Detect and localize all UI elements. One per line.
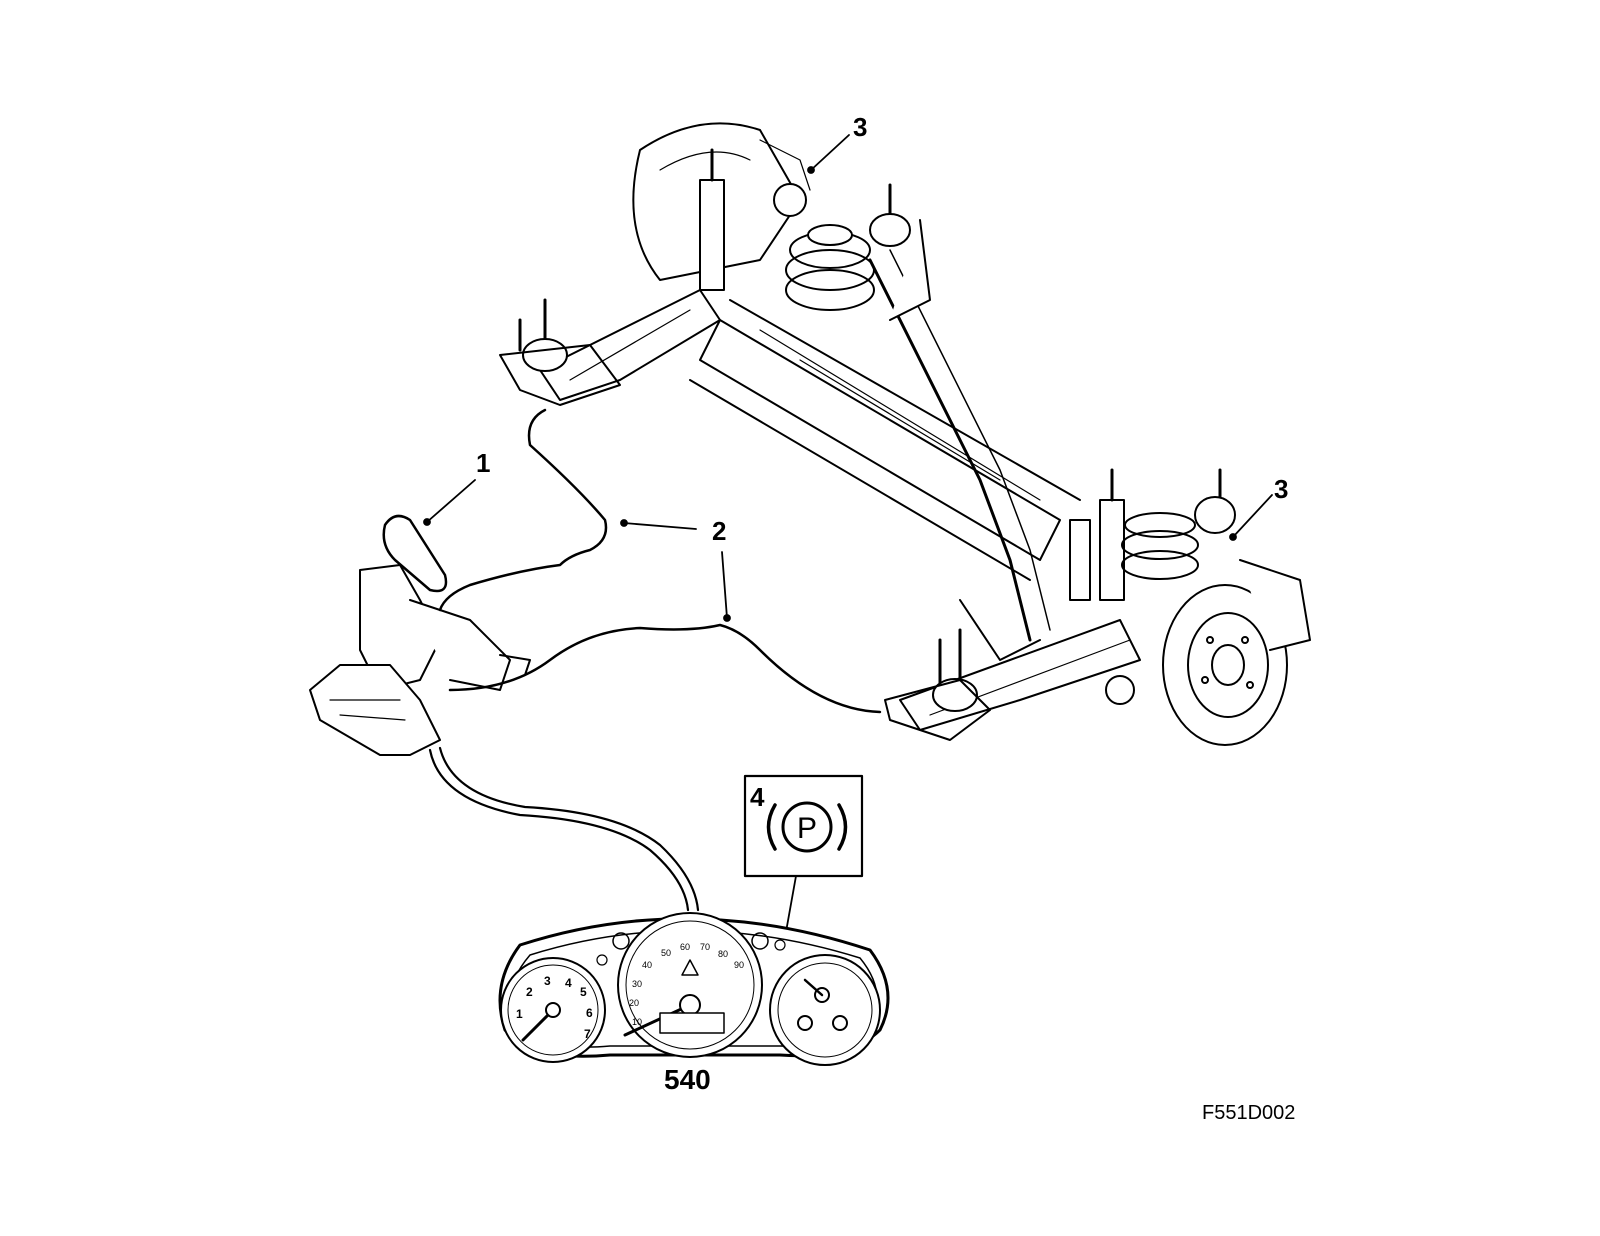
instrument-cluster [498, 912, 890, 1066]
warning-lamp-box [743, 774, 864, 878]
parking-brake-warning-icon [766, 801, 848, 853]
rear-right-wheel-assembly [1069, 468, 1311, 746]
speedo-number: 30 [632, 979, 642, 989]
rear-left-wheel-assembly [632, 122, 875, 311]
tach-number: 4 [565, 976, 572, 990]
callout-2: 2 [712, 516, 727, 546]
callout-540: 540 [664, 1064, 711, 1095]
tach-number: 7 [584, 1027, 591, 1041]
callout-3-right: 3 [1274, 474, 1289, 504]
speedo-number: 80 [718, 949, 728, 959]
callout-1: 1 [476, 448, 491, 478]
odometer-display [659, 1012, 725, 1034]
tach-number: 2 [526, 985, 533, 999]
fuel-temp-gauge [769, 954, 881, 1066]
tach-numbers: 1 2 3 4 5 6 7 [516, 974, 593, 1041]
speedo-number: 90 [734, 960, 744, 970]
speedo-number: 60 [680, 942, 690, 952]
figure-code: F551D002 [1202, 1102, 1296, 1124]
tach-number: 1 [516, 1007, 523, 1021]
speedo-numbers: 10 20 30 40 50 60 70 80 90 [629, 942, 744, 1027]
hazard-triangle-icon [681, 959, 699, 976]
tach-number: 6 [586, 1006, 593, 1020]
speedo-number: 40 [642, 960, 652, 970]
speedo-number: 70 [700, 942, 710, 952]
parking-brake-symbol-letter: P [797, 812, 817, 845]
tach-number: 5 [580, 985, 587, 999]
callout-3-left: 3 [853, 112, 868, 142]
speedo-number: 50 [661, 948, 671, 958]
brake-cables [438, 408, 882, 714]
speedo-number: 10 [632, 1017, 642, 1027]
callout-4: 4 [750, 782, 765, 812]
tach-number: 3 [544, 974, 551, 988]
speedo-number: 20 [629, 998, 639, 1008]
handbrake-lever-assembly [309, 514, 531, 756]
electrical-wire [428, 746, 700, 912]
rear-subframe [499, 183, 1236, 741]
